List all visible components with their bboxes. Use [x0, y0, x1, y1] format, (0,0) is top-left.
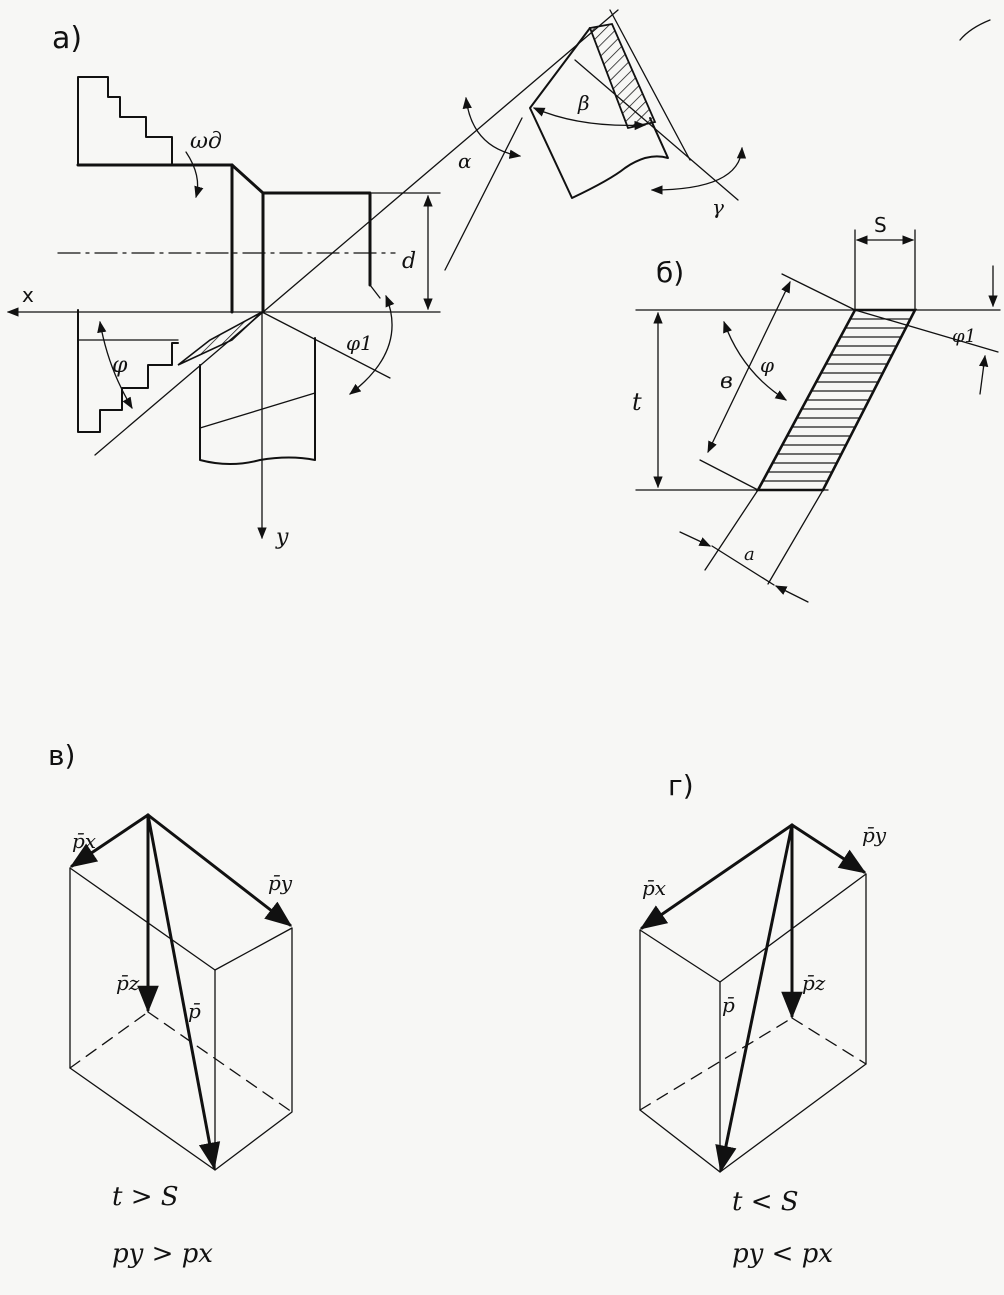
phi1-label-b: φ1	[952, 326, 976, 347]
px-label-g: p̄x	[642, 876, 666, 900]
panel-v-label: в)	[48, 739, 75, 772]
width-label: в	[720, 369, 733, 394]
py-label-g: p̄y	[862, 823, 887, 847]
force-p-g	[715, 823, 794, 1173]
y-axis-label: y	[275, 525, 289, 550]
panel-a: а) x y d ωд	[6, 9, 747, 550]
py-label: p̄y	[268, 871, 293, 895]
pz-label: p̄z	[116, 971, 140, 995]
phi-arc	[97, 320, 133, 410]
p-label-g: p̄	[722, 993, 735, 1017]
phi-label: φ	[112, 353, 128, 378]
pz-label-g: p̄z	[802, 971, 826, 995]
condition-py-px: py > px	[112, 1239, 213, 1269]
panel-g-label: г)	[668, 769, 694, 802]
rotation-arrow	[185, 151, 204, 199]
px-label: p̄x	[72, 829, 96, 853]
tool-section: β α γ	[444, 9, 747, 271]
condition-py-px-g: py < px	[732, 1239, 833, 1269]
chip-cross-section	[755, 308, 918, 492]
force-py-g	[790, 823, 867, 874]
force-py	[146, 813, 293, 927]
beta-arc	[532, 107, 647, 131]
workpiece-large	[76, 163, 234, 314]
gamma-label: γ	[712, 195, 724, 219]
tool-tip-hatched	[588, 22, 657, 130]
panel-b: б) S t φ1 в φ a	[632, 213, 1001, 603]
phi-arc-b	[723, 320, 787, 401]
condition-t-s-g: t < S	[732, 1187, 799, 1217]
feed-label: S	[874, 213, 887, 237]
force-p	[146, 813, 221, 1170]
p-label: p̄	[188, 999, 201, 1023]
workpiece-small	[261, 191, 372, 287]
omega-label: ωд	[190, 129, 222, 154]
tool-body	[199, 337, 316, 465]
phi-label-b: φ	[760, 353, 774, 377]
chuck-jaw-top	[77, 76, 173, 166]
panel-v: в) p̄x p̄y p̄z p̄ t > S py > px	[48, 739, 293, 1269]
condition-t-s: t > S	[112, 1182, 179, 1212]
force-px	[69, 813, 150, 868]
gamma-arc	[650, 146, 747, 195]
beta-label: β	[577, 91, 590, 115]
main-cutting-edge-line	[94, 9, 619, 456]
panel-a-label: а)	[52, 21, 82, 56]
force-px-g	[639, 823, 794, 930]
chip-section	[177, 311, 263, 366]
thickness-label: a	[744, 544, 755, 565]
diameter-label: d	[402, 249, 416, 274]
depth-label: t	[632, 388, 642, 416]
panel-g: г) p̄x p̄y p̄z p̄ t < S py < px	[639, 769, 887, 1269]
phi1-arc	[349, 294, 395, 395]
workpiece-chamfer	[230, 163, 265, 314]
panel-b-label: б)	[656, 256, 684, 289]
chuck-jaw-bottom	[77, 309, 179, 433]
alpha-arc	[462, 96, 522, 159]
phi1-label: φ1	[346, 331, 373, 355]
x-axis-label: x	[22, 283, 34, 307]
alpha-label: α	[458, 149, 472, 173]
